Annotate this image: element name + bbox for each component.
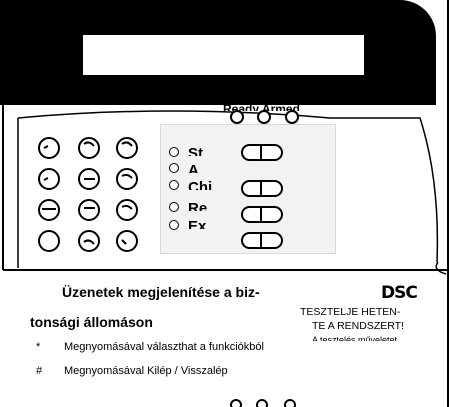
function-key-4[interactable]: [241, 232, 283, 249]
key-2[interactable]: [78, 137, 100, 159]
test-notice-line1: TESZTELJE HETEN-: [300, 306, 401, 318]
card-title-line1: Üzenetek megjelenítése a biz-: [62, 284, 260, 300]
led-ready: [230, 110, 244, 124]
fn-label-5: Ex: [188, 219, 207, 229]
instruction-text-star: Megnyomásával választhat a funkciókból: [64, 341, 264, 353]
key-6[interactable]: [116, 168, 138, 190]
test-notice-line2: TE A RENDSZERT!: [312, 320, 404, 332]
fn-label-3: Chi: [188, 180, 213, 190]
instruction-symbol-star: *: [36, 341, 41, 353]
led-armed: [257, 110, 271, 124]
key-4[interactable]: [38, 168, 60, 190]
fn-led-4: [169, 202, 179, 212]
fn-led-5: [169, 220, 179, 230]
key-7[interactable]: [38, 199, 60, 221]
fn-label-4: Re: [188, 201, 208, 211]
led-trouble: [285, 110, 299, 124]
status-leds: Ready Armed: [195, 102, 385, 124]
brand-logo: DSC: [381, 283, 418, 303]
key-5[interactable]: [78, 168, 100, 190]
key-8[interactable]: [78, 199, 100, 221]
key-star[interactable]: [38, 230, 60, 252]
lcd-display: [82, 34, 365, 76]
function-key-1[interactable]: [241, 144, 283, 161]
test-notice-line3: A tesztelés műveletet: [312, 336, 398, 341]
status-caption: Ready Armed: [223, 102, 300, 111]
key-0[interactable]: [78, 230, 100, 252]
key-9[interactable]: [116, 199, 138, 221]
fn-led-1: [169, 147, 179, 157]
fn-label-2: A: [188, 163, 199, 173]
key-3[interactable]: [116, 137, 138, 159]
card-title-line2: tonsági állomáson: [30, 314, 153, 330]
key-hash[interactable]: [116, 230, 138, 252]
instruction-symbol-hash: #: [36, 365, 43, 377]
info-card: [0, 270, 449, 407]
fn-led-3: [169, 180, 179, 190]
fn-led-2: [169, 163, 179, 173]
info-card-leds: [230, 399, 296, 407]
fn-label-1: St: [188, 146, 203, 156]
key-1[interactable]: [38, 137, 60, 159]
instruction-text-hash: Megnyomásával Kilép / Visszalép: [64, 365, 228, 377]
top-housing: [0, 0, 436, 105]
function-key-3[interactable]: [241, 206, 283, 223]
function-key-2[interactable]: [241, 180, 283, 197]
